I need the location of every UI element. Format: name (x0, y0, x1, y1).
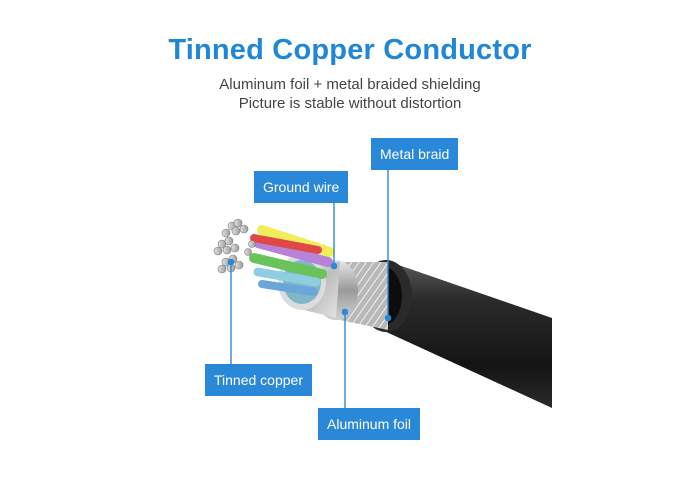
pointer-dot-aluminum-foil (341, 308, 349, 316)
label-aluminum-foil: Aluminum foil (318, 408, 421, 440)
label-ground-wire: Ground wire (254, 171, 349, 203)
subtitle-line-2: Picture is stable without distortion (238, 95, 462, 112)
subtitle-line-1: Aluminum foil + metal braided shielding (219, 76, 481, 93)
pointer-dot-ground-wire (330, 262, 338, 270)
inner-wires (249, 225, 335, 296)
page-title: Tinned Copper Conductor (168, 34, 532, 66)
pointer-dot-tinned-copper (227, 258, 235, 266)
label-metal-braid: Metal braid (371, 138, 459, 170)
pointer-dot-metal-braid (384, 314, 392, 322)
cable-jacket (360, 260, 552, 408)
label-tinned-copper: Tinned copper (205, 364, 312, 396)
tinned-copper-strands (213, 218, 256, 274)
